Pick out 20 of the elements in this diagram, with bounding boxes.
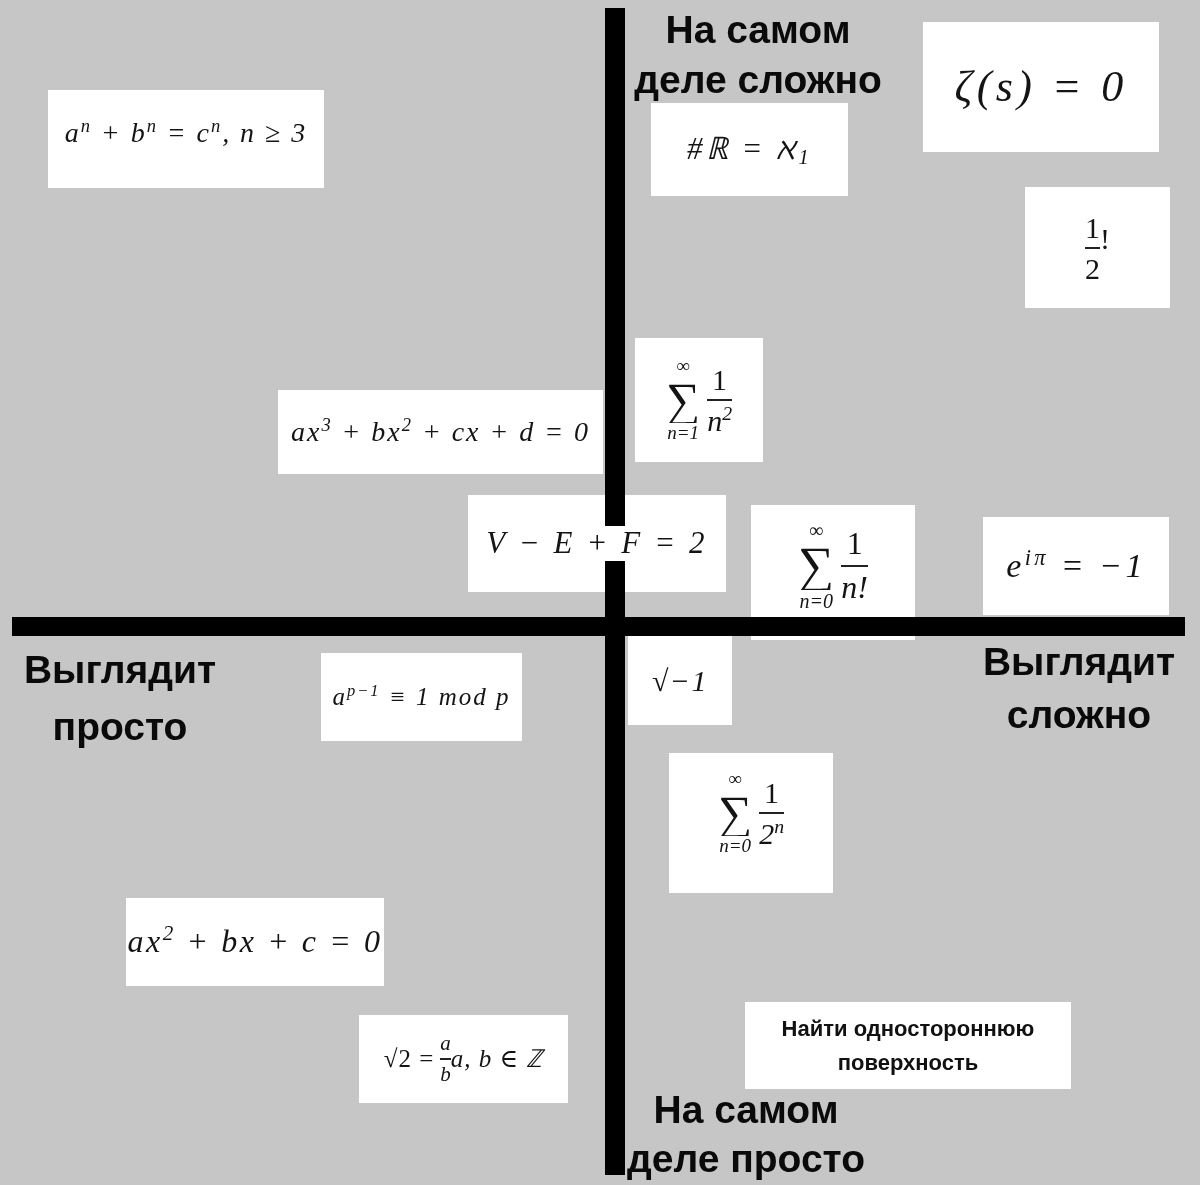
formula-card (1025, 187, 1170, 308)
formula-card (983, 517, 1169, 615)
formula-card (923, 22, 1159, 152)
formula-card (628, 636, 732, 725)
task-text: Найти одностороннюю поверхность (780, 1014, 1036, 1077)
task-card (745, 1002, 1071, 1089)
formula-card (278, 390, 603, 474)
axis-label: На самом деле просто (626, 1087, 866, 1182)
formula-card (468, 495, 726, 592)
formula-card (669, 753, 833, 893)
formula-card (321, 653, 522, 741)
axis-label: На самом деле сложно (633, 7, 883, 103)
formula-card (48, 90, 324, 188)
axis-label: Выглядит просто (22, 647, 218, 750)
axis-label: Выглядит сложно (981, 639, 1177, 738)
formula-text: a$^{p−1}$ ≡ 1 mod p (332, 683, 511, 711)
formula-card (359, 1015, 568, 1103)
formula-card (635, 338, 763, 462)
formula-card (651, 103, 848, 196)
formula-card (126, 898, 384, 986)
